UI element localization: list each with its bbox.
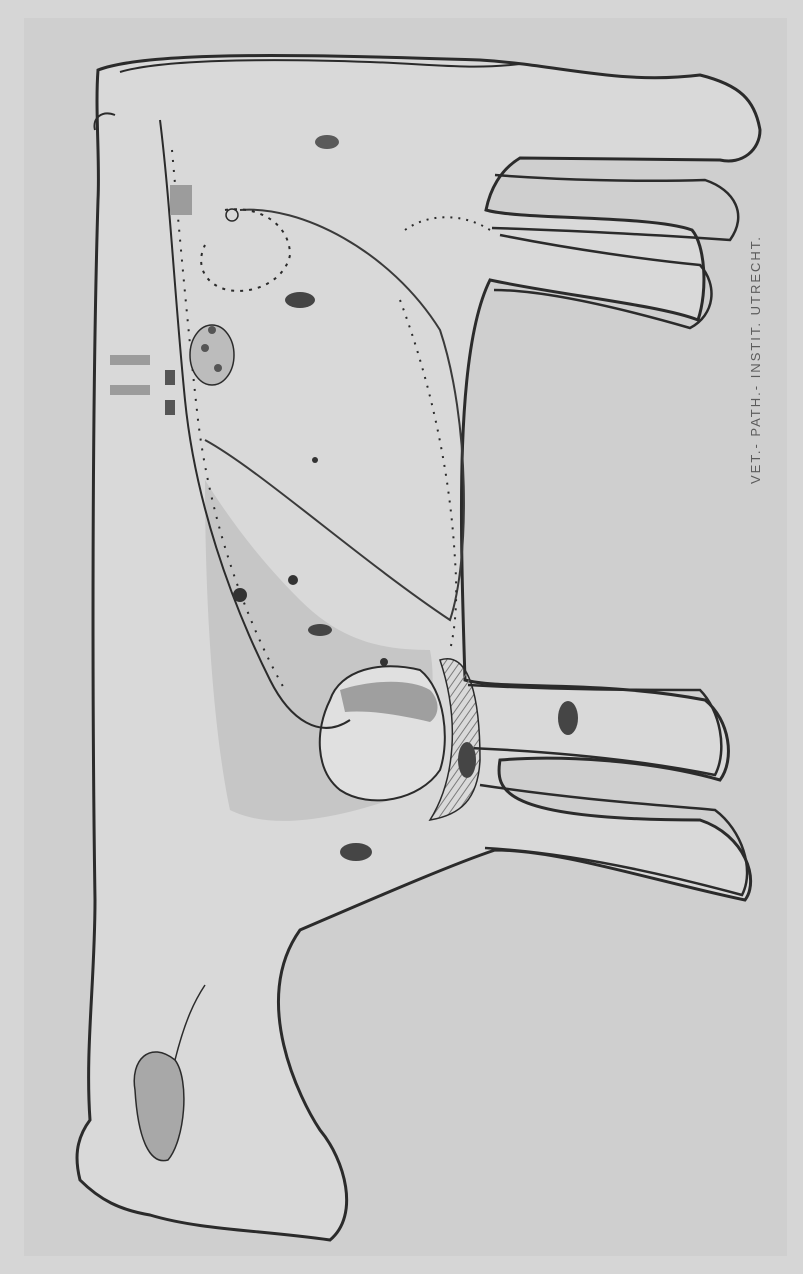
cow-body-outline (77, 56, 760, 1240)
plate-caption: VET.- PATH.- INSTIT. UTRECHT. (748, 195, 772, 525)
node-marker-heart (458, 742, 476, 778)
node-marker-chest (308, 624, 332, 636)
node-marker-hind (315, 135, 339, 149)
kidneys (190, 325, 234, 385)
node-marker-foreleg (558, 701, 578, 735)
node-marker-flank (285, 292, 315, 308)
node-marker-shoulder (340, 843, 372, 861)
